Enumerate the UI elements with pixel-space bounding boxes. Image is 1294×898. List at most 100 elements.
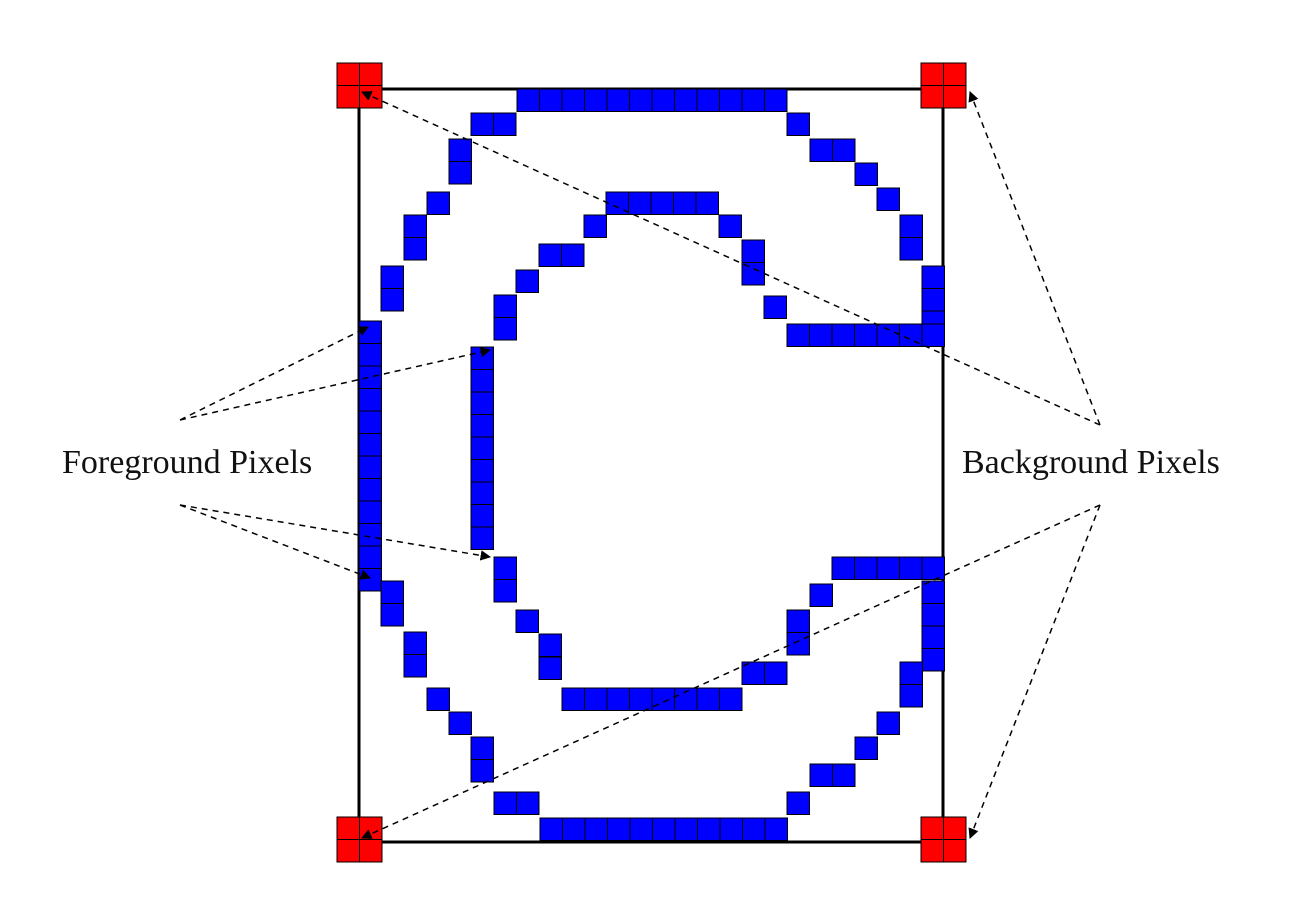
- foreground-pixel: [854, 556, 878, 580]
- foreground-pixel: [470, 759, 494, 783]
- foreground-pixel: [470, 459, 494, 483]
- foreground-pixel: [403, 631, 427, 655]
- foreground-pixel: [921, 603, 945, 627]
- foreground-pixel: [358, 320, 382, 344]
- fg-arrow-outer-top: [179, 326, 369, 421]
- foreground-pixel: [607, 817, 631, 841]
- foreground-pixel: [718, 214, 742, 238]
- foreground-pixel: [358, 523, 382, 547]
- background-pixel: [336, 62, 360, 86]
- foreground-pixel: [763, 295, 787, 319]
- foreground-pixel: [741, 239, 765, 263]
- foreground-pixel: [561, 88, 585, 112]
- foreground-pixel: [561, 243, 585, 267]
- fg-arrow-inner-bottom: [179, 504, 492, 561]
- foreground-pixel: [358, 410, 382, 434]
- foreground-pixel: [493, 294, 517, 318]
- foreground-pixel: [470, 112, 494, 136]
- foreground-pixel: [493, 579, 517, 603]
- foreground-pixel: [628, 191, 652, 215]
- foreground-pixel: [876, 711, 900, 735]
- foreground-pixel: [651, 88, 675, 112]
- fg-arrow-outer-bottom: [179, 504, 371, 580]
- foreground-pixel: [786, 609, 810, 633]
- foreground-pixel: [899, 214, 923, 238]
- foreground-pixel: [629, 88, 653, 112]
- foreground-pixel: [515, 609, 539, 633]
- dashed-arrows: [179, 91, 1101, 839]
- foreground-pixel: [470, 481, 494, 505]
- foreground-pixel: [470, 504, 494, 528]
- foreground-pixel: [538, 243, 562, 267]
- foreground-pixel: [448, 161, 472, 185]
- foreground-pixel: [562, 817, 586, 841]
- background-pixel: [943, 816, 967, 840]
- foreground-pixel: [921, 648, 945, 672]
- foreground-pixel: [629, 817, 653, 841]
- foreground-pixel: [448, 711, 472, 735]
- foreground-pixel: [358, 343, 382, 367]
- foreground-pixel: [380, 288, 404, 312]
- foreground-pixel: [696, 687, 720, 711]
- foreground-pixel: [470, 436, 494, 460]
- foreground-pixel: [470, 736, 494, 760]
- foreground-pixel: [876, 556, 900, 580]
- foreground-pixel: [584, 687, 608, 711]
- foreground-pixel: [674, 88, 698, 112]
- foreground-pixel: [358, 478, 382, 502]
- background-pixel: [943, 85, 967, 109]
- foreground-pixel: [719, 687, 743, 711]
- foreground-pixel: [606, 88, 630, 112]
- foreground-pixel: [854, 323, 878, 347]
- foreground-pixel: [493, 791, 517, 815]
- foreground-pixel: [899, 556, 923, 580]
- background-pixel: [359, 85, 383, 109]
- foreground-pixel: [448, 138, 472, 162]
- foreground-pixel: [358, 500, 382, 524]
- foreground-pixel: [403, 214, 427, 238]
- foreground-pixel: [538, 633, 562, 657]
- foreground-pixel: [899, 661, 923, 685]
- foreground-pixel: [742, 817, 766, 841]
- foreground-pixel: [493, 556, 517, 580]
- background-pixel: [920, 839, 944, 863]
- background-pixels-label: Background Pixels: [962, 444, 1220, 481]
- foreground-pixel: [854, 162, 878, 186]
- foreground-pixel: [921, 288, 945, 312]
- foreground-pixel: [809, 138, 833, 162]
- foreground-pixels-label: Foreground Pixels: [62, 444, 312, 481]
- background-pixel: [336, 85, 360, 109]
- foreground-pixel: [899, 684, 923, 708]
- foreground-pixel: [584, 88, 608, 112]
- background-pixel: [336, 839, 360, 863]
- foreground-pixel: [470, 391, 494, 415]
- foreground-pixel: [539, 817, 563, 841]
- foreground-pixel: [786, 323, 810, 347]
- foreground-pixel: [470, 369, 494, 393]
- bg-arrow-bottom-left: [361, 504, 1101, 839]
- foreground-pixel: [426, 687, 450, 711]
- foreground-pixel: [809, 583, 833, 607]
- fg-arrow-inner-top: [179, 346, 492, 421]
- foreground-pixel: [493, 317, 517, 341]
- foreground-pixel: [539, 88, 563, 112]
- foreground-pixel: [741, 88, 765, 112]
- foreground-pixel: [831, 556, 855, 580]
- bg-arrow-top-right: [968, 91, 1101, 426]
- background-pixel: [943, 62, 967, 86]
- foreground-pixel: [583, 214, 607, 238]
- background-pixel: [359, 839, 383, 863]
- foreground-pixel: [358, 545, 382, 569]
- foreground-pixels-letter-c: [358, 88, 945, 841]
- foreground-pixel: [921, 556, 945, 580]
- foreground-pixel: [832, 763, 856, 787]
- foreground-pixel: [695, 191, 719, 215]
- foreground-pixel: [719, 88, 743, 112]
- foreground-pixel: [741, 262, 765, 286]
- foreground-pixel: [650, 191, 674, 215]
- foreground-pixel: [516, 791, 540, 815]
- foreground-pixel: [786, 632, 810, 656]
- foreground-pixel: [358, 365, 382, 389]
- background-pixel: [920, 85, 944, 109]
